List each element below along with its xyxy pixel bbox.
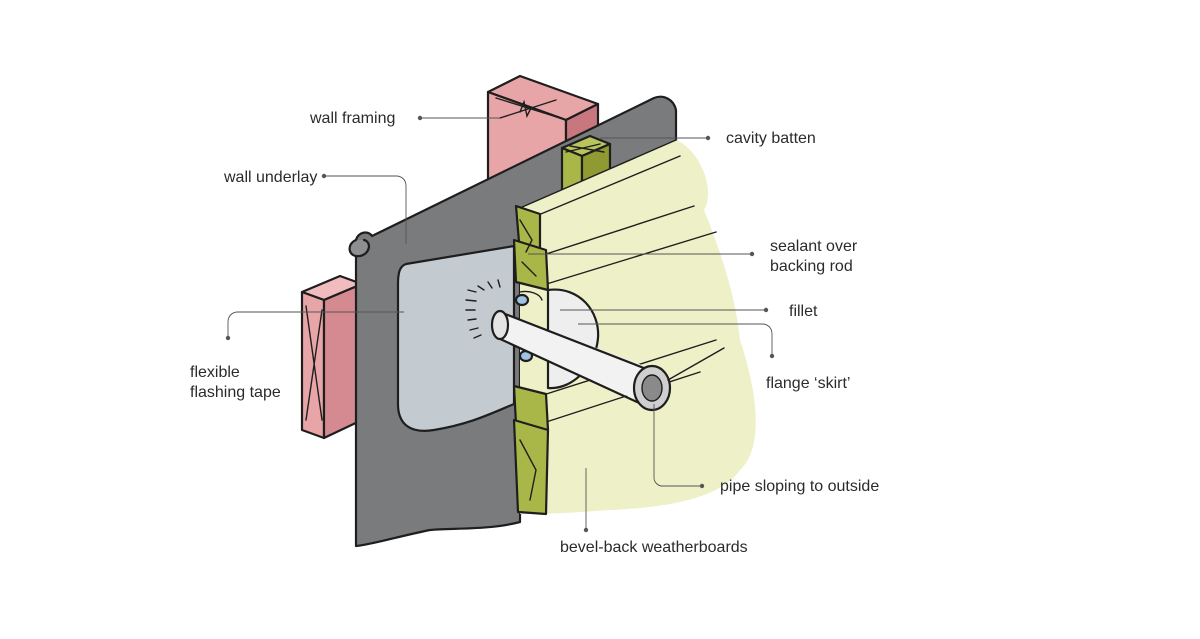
label-sealant-line1: sealant over [770, 238, 858, 255]
label-sealant-line2: backing rod [770, 258, 853, 275]
flexible-flashing-tape [396, 244, 516, 432]
label-weatherboards: bevel-back weatherboards [560, 539, 748, 556]
label-flexible-line2: flashing tape [190, 384, 281, 401]
label-fillet: fillet [789, 303, 818, 320]
label-flexible-line1: flexible [190, 364, 240, 381]
label-cavity-batten: cavity batten [726, 130, 816, 147]
leader-lines [225, 115, 775, 533]
sealant-backing-rod [514, 290, 543, 363]
wall-framing-nog [300, 274, 364, 440]
label-pipe-sloping: pipe sloping to outside [720, 478, 879, 495]
label-flange-skirt: flange ‘skirt’ [766, 375, 850, 392]
label-wall-underlay: wall underlay [223, 169, 317, 186]
pipe [490, 309, 725, 412]
label-wall-framing: wall framing [309, 110, 395, 127]
fillet [465, 279, 501, 339]
